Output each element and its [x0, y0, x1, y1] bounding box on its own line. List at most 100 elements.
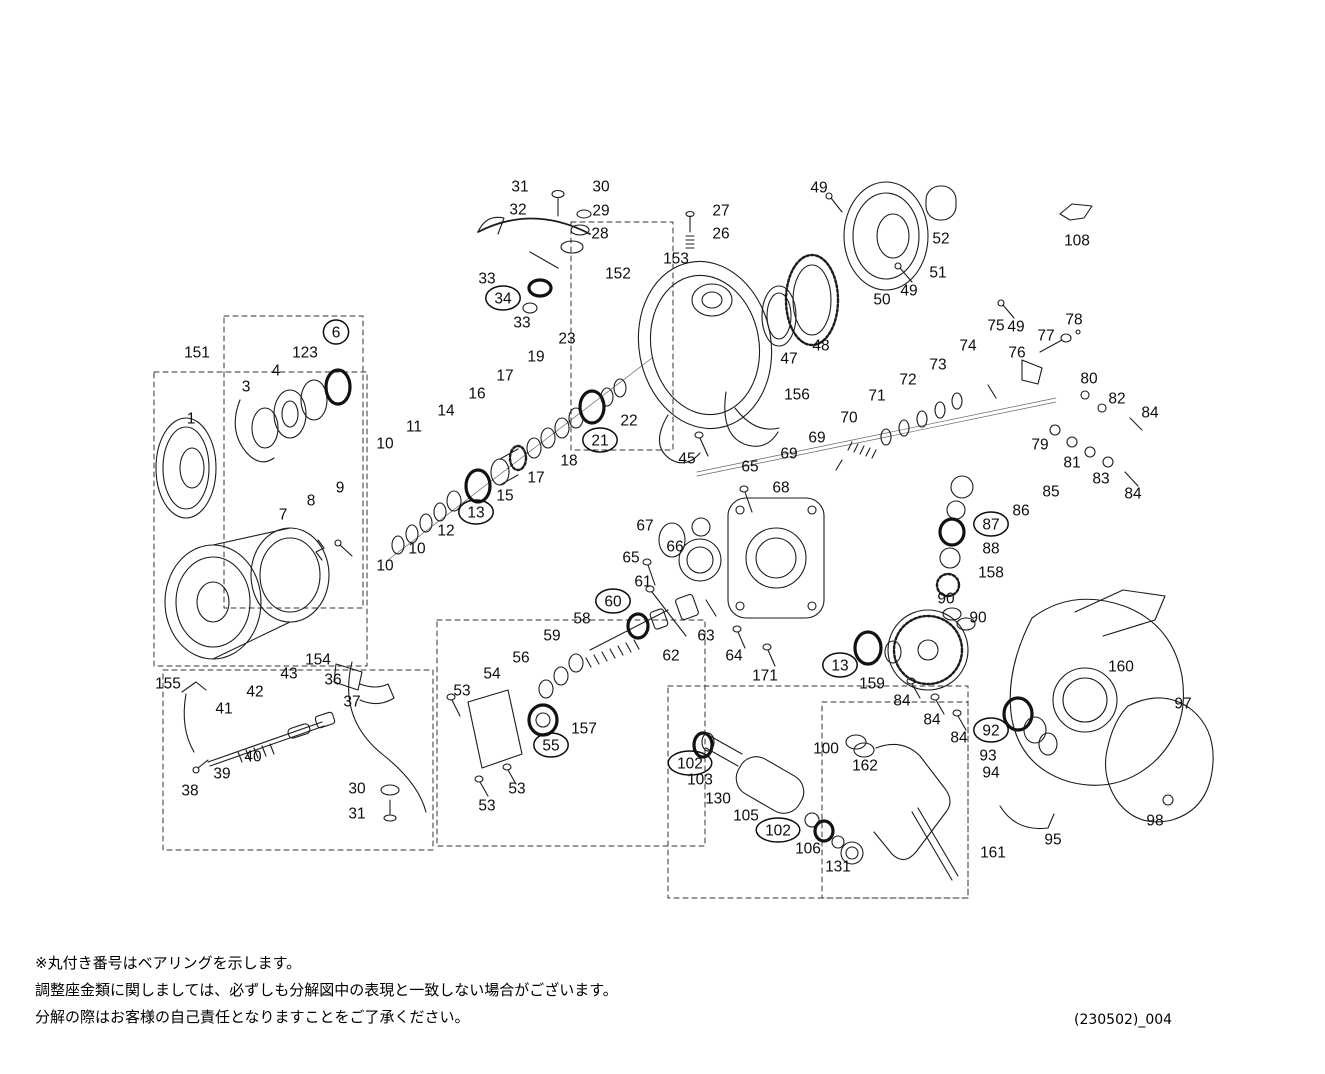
part-number-26: 26 — [712, 226, 729, 243]
part-number-79: 79 — [1031, 437, 1048, 454]
part-number-67: 67 — [636, 518, 653, 535]
part-number-42: 42 — [246, 684, 263, 701]
part-number-155: 155 — [155, 676, 181, 693]
part-number-123: 123 — [292, 345, 318, 362]
part-number-95: 95 — [1044, 832, 1061, 849]
part-number-59: 59 — [543, 628, 560, 645]
part-number-36: 36 — [324, 672, 341, 689]
part-number-47: 47 — [780, 351, 797, 368]
part-number-84: 84 — [1141, 405, 1159, 422]
part-number-19: 19 — [527, 349, 544, 366]
part-number-84: 84 — [1124, 486, 1142, 503]
part-number-151: 151 — [184, 345, 210, 362]
part-number-71: 71 — [868, 388, 885, 405]
part-number-30: 30 — [592, 179, 610, 196]
bearing-marker-circle — [667, 750, 713, 776]
anti-twist-rod-drawing — [181, 661, 427, 813]
part-number-55: 55 — [542, 738, 559, 755]
part-number-39: 39 — [213, 766, 230, 783]
part-number-88: 88 — [982, 541, 999, 558]
bearing-marker-circle — [595, 588, 631, 614]
part-number-51: 51 — [929, 265, 946, 282]
part-number-153: 153 — [663, 251, 689, 268]
bearing-marker-circle — [755, 817, 801, 843]
part-number-40: 40 — [244, 749, 262, 766]
part-number-97: 97 — [1174, 696, 1191, 713]
part-number-49: 49 — [1007, 319, 1024, 336]
clutch-drawing — [642, 475, 974, 619]
part-number-53: 53 — [478, 798, 495, 815]
side-cover-drawing — [1105, 697, 1214, 823]
part-number-81: 81 — [1063, 455, 1080, 472]
part-number-159: 159 — [859, 676, 885, 693]
part-number-102: 102 — [677, 756, 703, 773]
part-number-92: 92 — [982, 723, 999, 740]
part-number-58: 58 — [573, 611, 590, 628]
part-number-31: 31 — [348, 806, 365, 823]
part-number-33: 33 — [513, 315, 530, 332]
part-number-34: 34 — [494, 291, 512, 308]
part-number-45: 45 — [678, 451, 695, 468]
part-number-10: 10 — [376, 436, 394, 453]
part-number-12: 12 — [437, 523, 454, 540]
part-number-66: 66 — [666, 539, 683, 556]
part-number-23: 23 — [558, 331, 575, 348]
part-number-11: 11 — [406, 419, 422, 436]
part-number-43: 43 — [280, 666, 297, 683]
handle-drawing — [692, 731, 959, 881]
part-number-53: 53 — [453, 683, 470, 700]
part-number-56: 56 — [512, 650, 529, 667]
part-number-105: 105 — [733, 808, 759, 825]
rotor-nut-drawing — [761, 181, 1093, 347]
part-number-84: 84 — [893, 693, 911, 710]
part-number-84: 84 — [923, 712, 941, 729]
part-number-64: 64 — [725, 648, 743, 665]
part-number-6: 6 — [332, 325, 341, 342]
part-number-69: 69 — [780, 446, 797, 463]
part-number-73: 73 — [929, 357, 946, 374]
oscillating-slider-drawing — [380, 585, 776, 822]
part-number-68: 68 — [772, 480, 789, 497]
part-number-62: 62 — [662, 648, 679, 665]
part-number-154: 154 — [305, 652, 331, 669]
part-number-17: 17 — [527, 470, 544, 487]
part-number-61: 61 — [634, 574, 651, 591]
part-number-7: 7 — [279, 507, 288, 524]
part-number-14: 14 — [437, 403, 455, 420]
footnote-line-3: 分解の際はお客様の自己責任となりますことをご了承ください。 — [35, 1008, 470, 1026]
part-number-28: 28 — [591, 226, 608, 243]
part-number-75: 75 — [987, 318, 1004, 335]
bearing-marker-circle — [582, 427, 618, 453]
bearing-marker-circle — [822, 652, 858, 678]
bearing-marker-circle — [973, 717, 1009, 743]
part-number-49: 49 — [810, 180, 827, 197]
diagram-line-art — [153, 181, 1214, 899]
part-number-4: 4 — [272, 363, 281, 380]
part-number-31: 31 — [511, 179, 528, 196]
part-number-16: 16 — [468, 386, 485, 403]
part-number-160: 160 — [1108, 659, 1134, 676]
part-number-98: 98 — [1146, 813, 1163, 830]
part-number-130: 130 — [705, 791, 731, 808]
part-number-13: 13 — [467, 505, 484, 522]
assembly-boxes — [153, 221, 969, 899]
part-number-10: 10 — [408, 541, 426, 558]
main-shaft-drawing — [835, 329, 1143, 487]
part-number-15: 15 — [496, 488, 513, 505]
part-number-162: 162 — [852, 758, 878, 775]
part-number-29: 29 — [592, 203, 609, 220]
part-number-74: 74 — [959, 338, 977, 355]
footnote-line-1: ※丸付き番号はベアリングを示します。 — [35, 954, 302, 972]
part-number-161: 161 — [980, 845, 1006, 862]
part-number-77: 77 — [1037, 328, 1054, 345]
part-number-10: 10 — [376, 558, 394, 575]
part-number-84: 84 — [950, 730, 968, 747]
part-number-157: 157 — [571, 721, 597, 738]
part-number-3: 3 — [242, 379, 251, 396]
part-number-86: 86 — [1012, 503, 1029, 520]
part-number-17: 17 — [496, 368, 513, 385]
spool-drawing — [164, 368, 353, 660]
bearing-marker-circle — [485, 285, 521, 311]
